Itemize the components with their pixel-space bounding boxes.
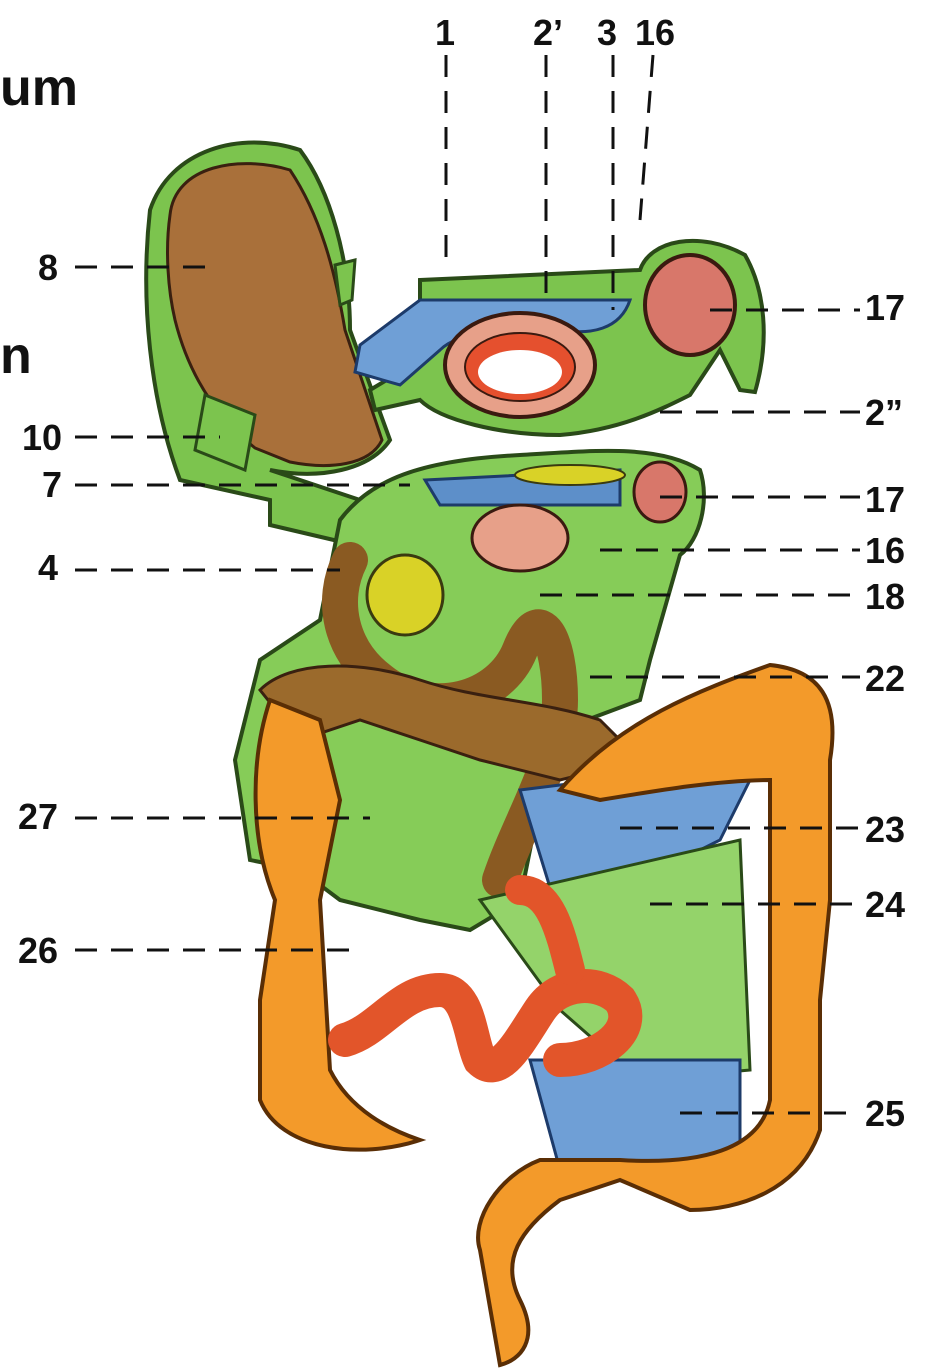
label-left-6: 26 (18, 930, 58, 971)
pancreas-tail (515, 465, 625, 485)
label-right-9: 25 (865, 1093, 905, 1134)
stomach-cavity (478, 350, 562, 394)
leader-top-4 (640, 55, 653, 220)
label-right-8: 24 (865, 884, 905, 925)
label-right-2: 2” (865, 392, 903, 433)
label-top-2: 2’ (533, 12, 563, 53)
label-left-2: 10 (22, 417, 62, 458)
label-right-4: 16 (865, 530, 905, 571)
kidney-cross-section (472, 505, 568, 571)
pancreas-head (367, 555, 443, 635)
label-top-1: 1 (435, 12, 455, 53)
label-right-1: 17 (865, 287, 905, 328)
label-right-6: 22 (865, 658, 905, 699)
label-top-4: 16 (635, 12, 675, 53)
label-left-5: 27 (18, 796, 58, 837)
label-left-4: 4 (38, 547, 58, 588)
spleen-lower (634, 462, 686, 522)
liver-ligament (335, 260, 355, 305)
label-left-1: 8 (38, 247, 58, 288)
upper-section (355, 241, 764, 435)
label-left-3: 7 (42, 464, 62, 505)
spleen-upper (645, 255, 735, 355)
label-right-3: 17 (865, 479, 905, 520)
label-top-3: 3 (597, 12, 617, 53)
label-right-5: 18 (865, 576, 905, 617)
label-right-7: 23 (865, 809, 905, 850)
